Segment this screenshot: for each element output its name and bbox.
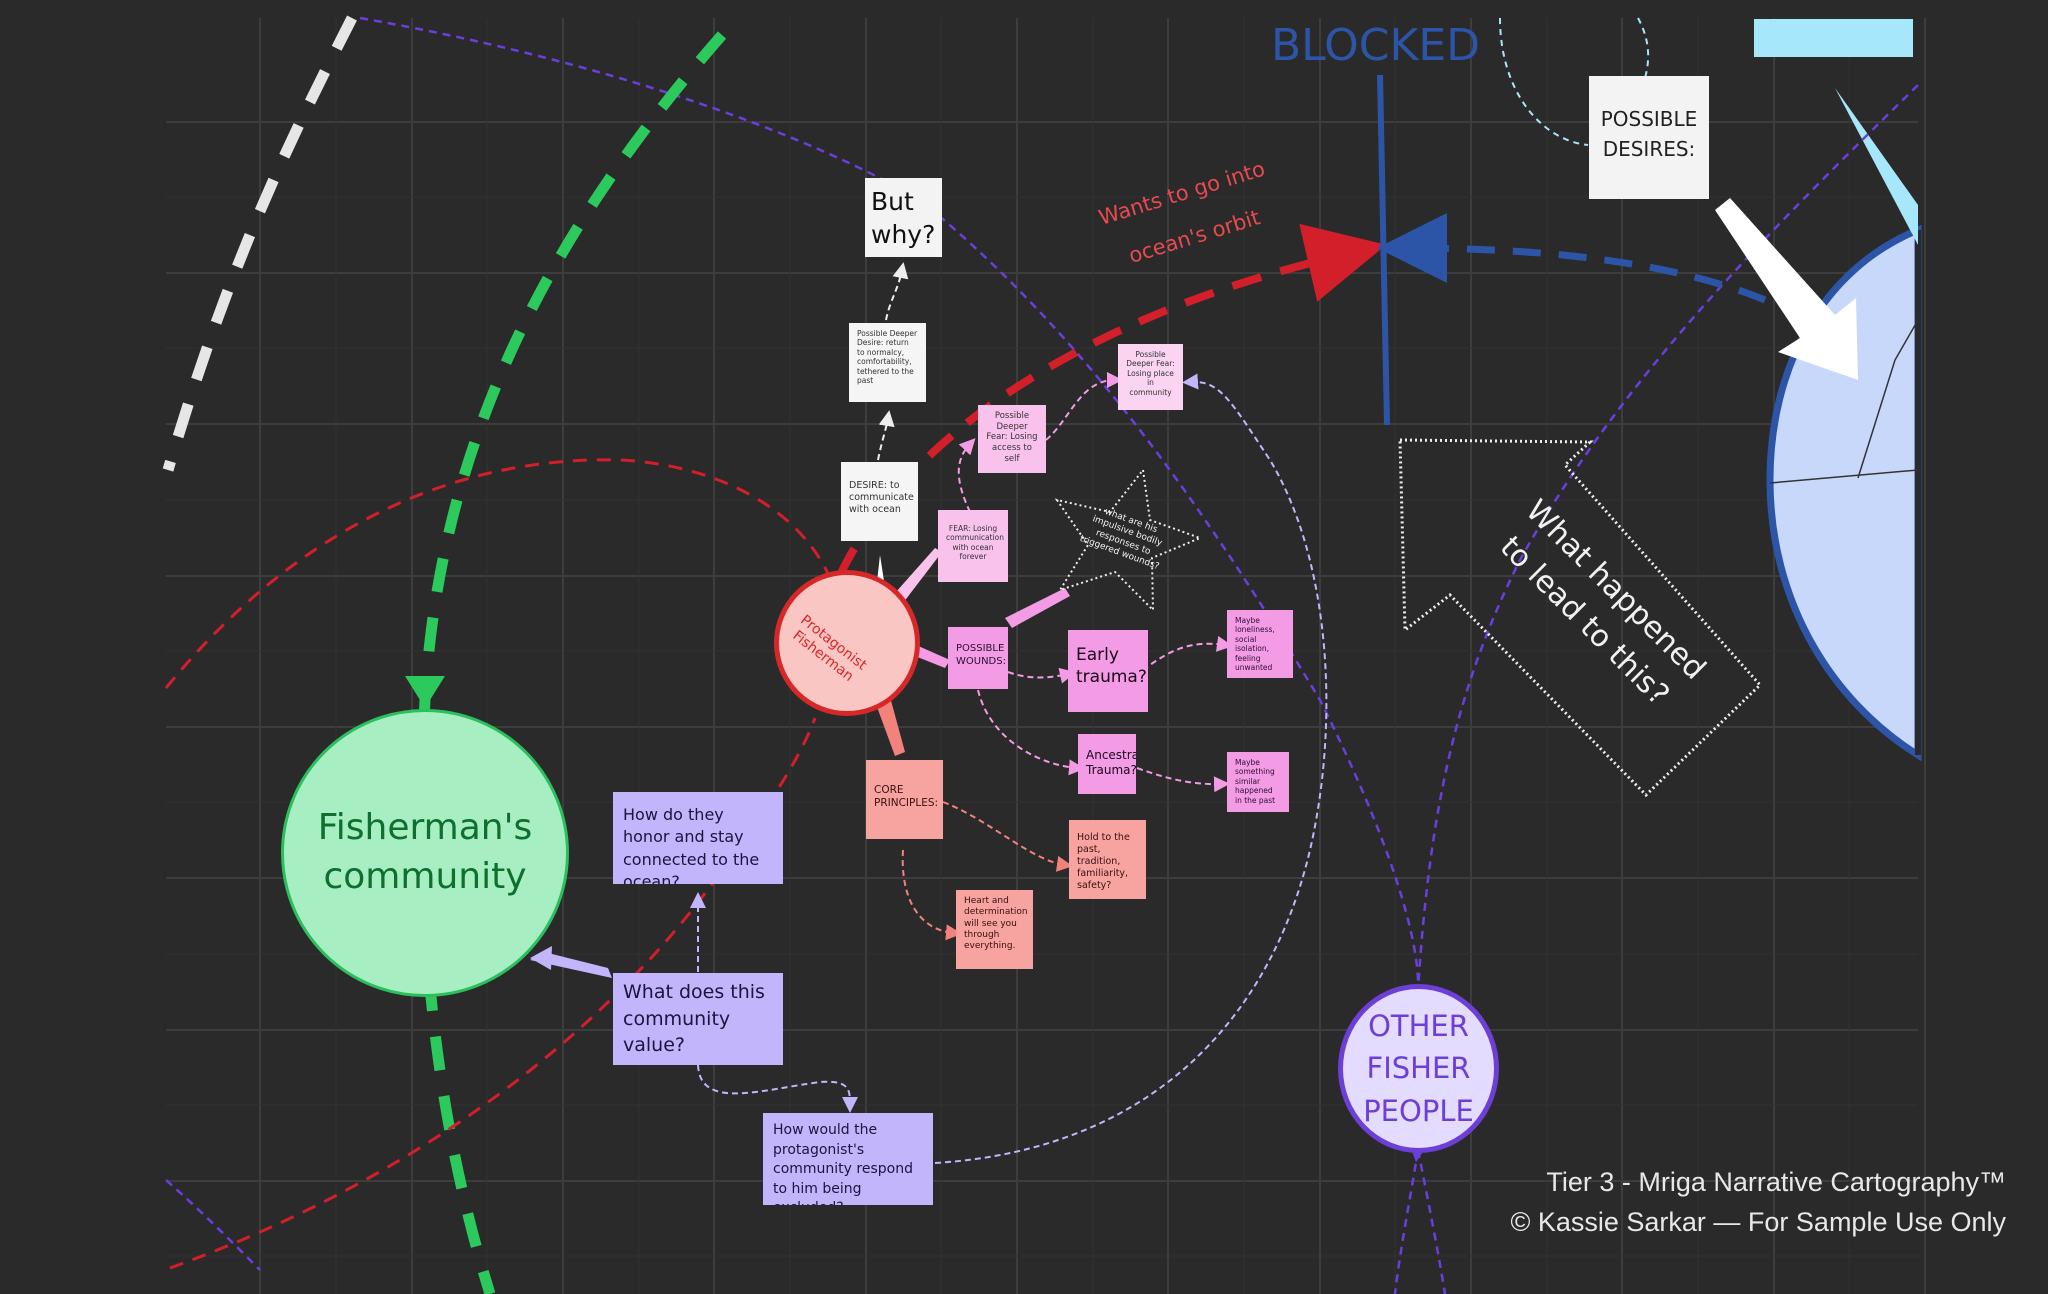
but-why-note[interactable]: But why? bbox=[865, 178, 942, 257]
fear-note[interactable]: FEAR: Losing communication with ocean fo… bbox=[938, 510, 1008, 582]
white-pointer-arrow bbox=[1715, 198, 1858, 380]
hold-past-note[interactable]: Hold to the past, tradition, familiarity… bbox=[1069, 820, 1146, 899]
heart-determination-note[interactable]: Heart and determination will see you thr… bbox=[956, 890, 1033, 969]
deeper-fear-self-note[interactable]: Possible Deeper Fear: Losing access to s… bbox=[978, 405, 1046, 473]
blocked-label: BLOCKED bbox=[1271, 20, 1481, 71]
other-fisher-label: OTHER FISHER PEOPLE bbox=[1363, 1009, 1474, 1128]
blue-ocean-arrow bbox=[1377, 213, 1767, 304]
fisherman-community-label: Fisherman's community bbox=[317, 807, 533, 897]
blocked-wall bbox=[1377, 74, 1390, 426]
core-principles-note[interactable]: CORE PRINCIPLES: bbox=[866, 760, 943, 839]
similar-past-note[interactable]: Maybe something similar happened in the … bbox=[1227, 752, 1289, 812]
possible-wounds-note[interactable]: POSSIBLE WOUNDS: bbox=[948, 627, 1008, 689]
bodily-response-star bbox=[1054, 467, 1203, 613]
cyan-sticky bbox=[1754, 19, 1913, 57]
honor-ocean-note[interactable]: How do they honor and stay connected to … bbox=[613, 792, 783, 884]
white-dashed-path bbox=[162, 15, 357, 472]
protagonist-circle[interactable]: Protagonist Fisherman bbox=[774, 570, 920, 716]
footer-copyright-line: © Kassie Sarkar — For Sample Use Only bbox=[1510, 1207, 2006, 1237]
protagonist-label: Protagonist Fisherman bbox=[789, 612, 870, 685]
other-fisher-circle[interactable]: OTHER FISHER PEOPLE bbox=[1338, 984, 1499, 1153]
footer-tier-line: Tier 3 - Mriga Narrative Cartography™ bbox=[1546, 1167, 2006, 1197]
community-value-note[interactable]: What does this community value? bbox=[613, 973, 783, 1065]
desire-note[interactable]: DESIRE: to communicate with ocean bbox=[841, 462, 918, 541]
possible-desires-note[interactable]: POSSIBLE DESIRES: bbox=[1589, 76, 1709, 199]
deeper-fear-place-note[interactable]: Possible Deeper Fear: Losing place in co… bbox=[1118, 344, 1183, 410]
early-trauma-note[interactable]: Early trauma? bbox=[1068, 630, 1148, 712]
loneliness-note[interactable]: Maybe loneliness, social isolation, feel… bbox=[1227, 610, 1293, 678]
what-happened-arrow bbox=[1398, 438, 1763, 798]
fisherman-community-circle[interactable]: Fisherman's community bbox=[281, 709, 569, 997]
ancestral-trauma-note[interactable]: Ancestral Trauma? bbox=[1078, 734, 1136, 794]
community-respond-note[interactable]: How would the protagonist's community re… bbox=[763, 1113, 933, 1205]
ocean-light-blob bbox=[1835, 88, 1918, 245]
deeper-desire-note[interactable]: Possible Deeper Desire: return to normal… bbox=[849, 323, 926, 402]
